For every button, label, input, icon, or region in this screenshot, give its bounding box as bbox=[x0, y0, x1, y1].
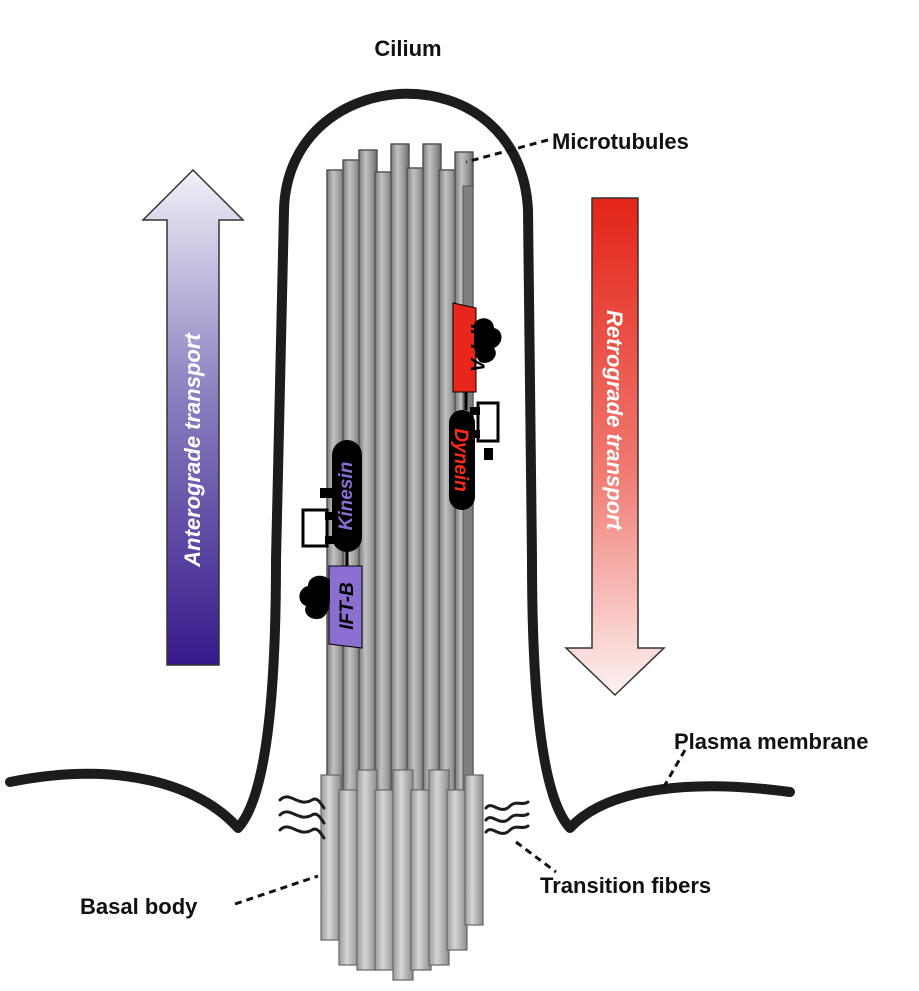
fiber-line bbox=[278, 795, 326, 810]
plasma-membrane-leader bbox=[660, 749, 687, 791]
dynein-hinge bbox=[470, 407, 480, 415]
ift-a-cargo-icon bbox=[474, 318, 502, 363]
dynein-body bbox=[449, 410, 475, 510]
basal-body-label: Basal body bbox=[80, 894, 198, 919]
transition-fibers-right bbox=[484, 800, 530, 835]
basal-tubule bbox=[464, 774, 484, 926]
leader-lines bbox=[234, 138, 687, 906]
fiber-line bbox=[484, 824, 530, 835]
basal-tubule bbox=[374, 789, 396, 971]
basal-tubule bbox=[392, 769, 414, 981]
basal-tubule bbox=[338, 789, 360, 966]
ift-a-box bbox=[452, 302, 477, 393]
kinesin-hinge bbox=[325, 512, 334, 520]
fiber-line bbox=[278, 810, 326, 825]
basal-tubule bbox=[356, 769, 378, 971]
anterograde-label: Anterograde transport bbox=[180, 332, 205, 568]
kinesin-foot bbox=[320, 488, 332, 498]
basal-tubule bbox=[446, 789, 468, 951]
kinesin-ift-b-complex: Kinesin IFT-B bbox=[299, 440, 363, 649]
basal-tubule bbox=[410, 789, 432, 971]
basal-body-tubules bbox=[320, 769, 484, 981]
microtubules-label: Microtubules bbox=[552, 129, 689, 154]
retrograde-arrow: Retrograde transport bbox=[564, 197, 666, 697]
dynein-linker-box bbox=[476, 401, 500, 443]
dynein-foot bbox=[484, 448, 493, 460]
ift-b-box bbox=[328, 565, 363, 649]
anterograde-arrow: Anterograde transport bbox=[141, 168, 245, 666]
basal-tubule bbox=[320, 774, 342, 941]
kinesin-hinge bbox=[325, 536, 334, 544]
basal-tubule bbox=[428, 769, 450, 966]
fiber-line bbox=[484, 812, 530, 823]
ift-b-label: IFT-B bbox=[337, 582, 358, 630]
anterograde-arrow-shape bbox=[141, 168, 245, 666]
retrograde-label: Retrograde transport bbox=[602, 310, 627, 532]
retrograde-arrow-shape bbox=[564, 197, 666, 697]
kinesin-linker-box bbox=[301, 508, 329, 548]
dynein-label: Dynein bbox=[450, 428, 471, 491]
transition-fibers-leader bbox=[515, 840, 557, 874]
plasma-membrane-label: Plasma membrane bbox=[674, 729, 868, 754]
transition-fibers-label: Transition fibers bbox=[540, 873, 711, 898]
kinesin-body bbox=[332, 440, 362, 552]
basal-body-leader bbox=[234, 874, 319, 906]
fiber-line bbox=[278, 825, 326, 840]
kinesin-label: Kinesin bbox=[336, 462, 357, 531]
cilium-label: Cilium bbox=[374, 36, 441, 61]
ift-b-cargo-icon bbox=[299, 575, 330, 620]
transition-fibers-left bbox=[278, 795, 326, 840]
ift-a-dynein-complex: IFT-A Dynein bbox=[449, 302, 502, 510]
fiber-line bbox=[484, 800, 530, 811]
ciliary-membrane bbox=[5, 88, 795, 833]
microtubules-leader bbox=[465, 138, 549, 164]
